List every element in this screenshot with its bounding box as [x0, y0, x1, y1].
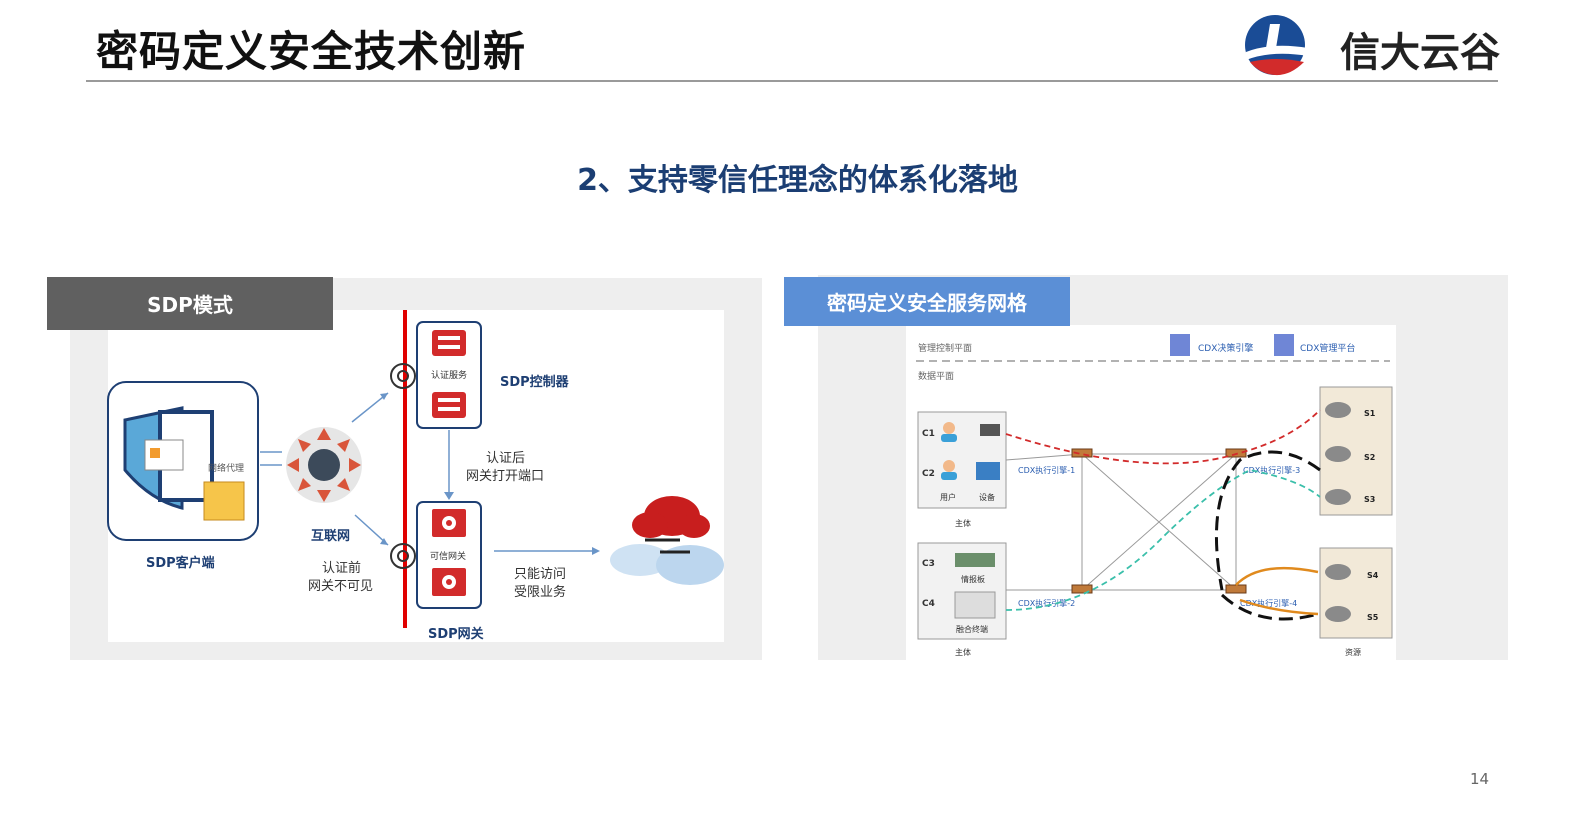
server-icon — [1170, 334, 1190, 356]
engine-4-label: CDX执行引擎-4 — [1240, 598, 1297, 608]
after-auth-line2: 网关打开端口 — [466, 469, 544, 484]
monitor-icon — [976, 462, 1000, 480]
logo-text: 信大云谷 — [1340, 30, 1500, 76]
sdp-diagram: 网络代理 SDP客户端 互联网 认证前 网关不可见 认证服务 SDP控制器 认证… — [107, 310, 724, 642]
subject-c3: C3 — [922, 559, 935, 569]
mesh-diagram: 管理控制平面 数据平面 CDX决策引擎 CDX管理平台 C1 C2 用户 设备 … — [916, 334, 1393, 657]
database-icon — [1325, 489, 1351, 505]
engine-icon — [1225, 448, 1247, 458]
database-icon — [1325, 446, 1351, 462]
device-label: 设备 — [979, 492, 995, 502]
mgmt-plane-label: 管理控制平面 — [918, 342, 972, 354]
terminal-icon — [954, 591, 996, 619]
controller-label: SDP控制器 — [500, 374, 570, 390]
gear-icon — [390, 363, 416, 569]
limited-access-line2: 受限业务 — [514, 584, 566, 600]
database-icon — [1325, 606, 1351, 622]
server-icon — [1274, 334, 1294, 356]
board-icon — [955, 553, 995, 567]
trusted-gateway-label: 可信网关 — [430, 550, 466, 562]
cloud-icon — [610, 496, 724, 585]
mesh-panel-header: 密码定义安全服务网格 — [784, 277, 1070, 326]
resource-s3: S3 — [1364, 495, 1375, 504]
database-icon — [1325, 402, 1351, 418]
subject-c4: C4 — [922, 599, 935, 609]
user-icon — [943, 460, 955, 472]
engine-3-label: CDX执行引擎-3 — [1243, 465, 1300, 475]
page-title: 密码定义安全技术创新 — [96, 27, 527, 76]
sdp-panel-header: SDP模式 — [47, 277, 333, 330]
logo-icon — [1242, 12, 1312, 78]
client-label: SDP客户端 — [146, 555, 215, 571]
resource-s4: S4 — [1367, 571, 1379, 580]
engine-icon — [1071, 448, 1093, 458]
engine-icon — [1071, 584, 1093, 594]
engine-1-label: CDX执行引擎-1 — [1018, 465, 1075, 475]
fusion-terminal-label: 融合终端 — [956, 624, 988, 634]
before-auth-line2: 网关不可见 — [308, 579, 373, 594]
title-divider — [86, 80, 1498, 82]
resource-s1: S1 — [1364, 409, 1376, 418]
engine-2-label: CDX执行引擎-2 — [1018, 598, 1075, 608]
limited-access-line1: 只能访问 — [514, 567, 566, 582]
user-icon — [943, 422, 955, 434]
section-subtitle: 2、支持零信任理念的体系化落地 — [577, 163, 1018, 198]
resource-s2: S2 — [1364, 453, 1375, 462]
cdx-decision-label: CDX决策引擎 — [1198, 342, 1253, 354]
intel-board-label: 情报板 — [961, 574, 985, 584]
laptop-icon — [980, 424, 1000, 436]
before-auth-line1: 认证前 — [322, 560, 361, 576]
proxy-label: 网络代理 — [208, 462, 244, 474]
database-icon — [1325, 564, 1351, 580]
subject-label-1: 主体 — [955, 518, 971, 528]
gateway-label: SDP网关 — [428, 626, 484, 642]
subject-c1: C1 — [922, 429, 935, 439]
data-plane-label: 数据平面 — [918, 370, 954, 382]
subject-c2: C2 — [922, 469, 935, 479]
after-auth-line1: 认证后 — [486, 451, 525, 466]
subject-label-2: 主体 — [955, 647, 971, 657]
user-label: 用户 — [940, 492, 956, 502]
engine-icon — [1225, 584, 1247, 594]
client-shield-icon — [123, 406, 245, 521]
auth-service-label: 认证服务 — [431, 369, 467, 381]
internet-label: 互联网 — [311, 529, 350, 544]
page-number: 14 — [1470, 770, 1490, 788]
cdx-mgmt-label: CDX管理平台 — [1300, 342, 1355, 354]
resource-label: 资源 — [1345, 647, 1361, 657]
resource-s5: S5 — [1367, 613, 1379, 622]
